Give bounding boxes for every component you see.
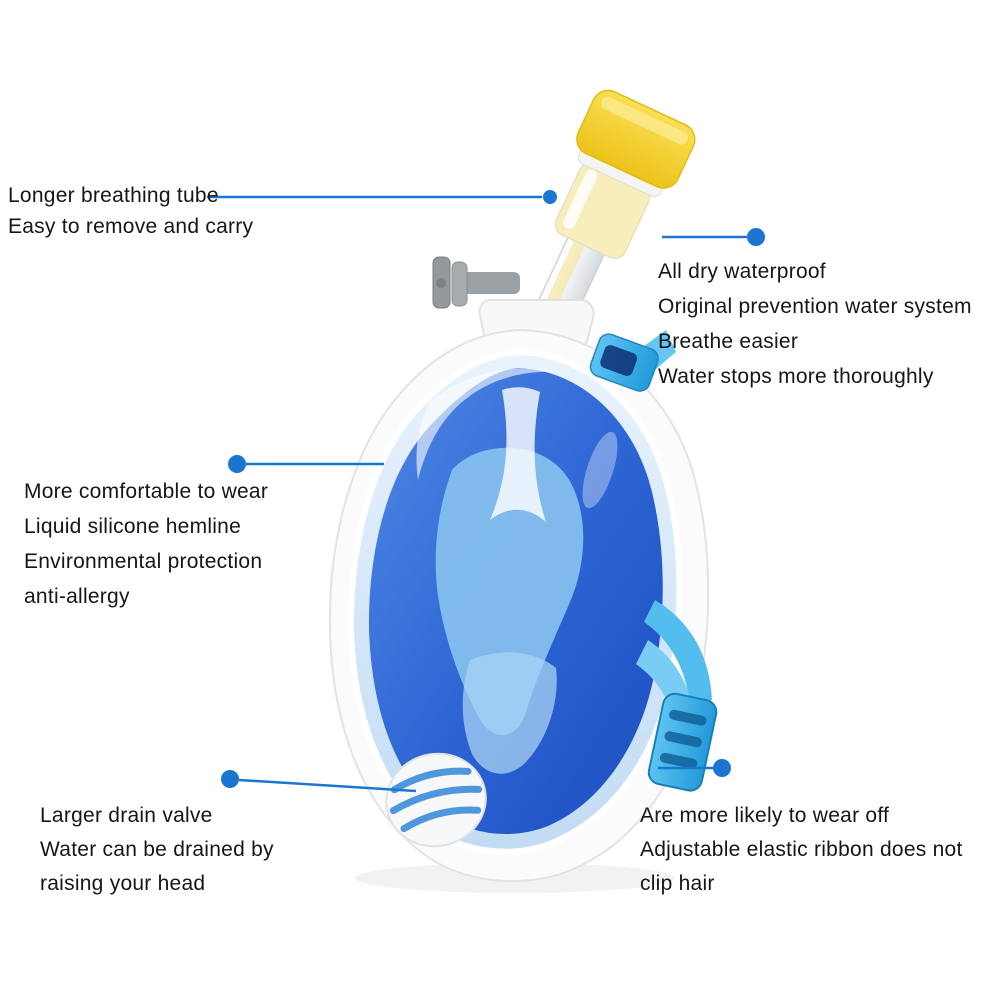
callout-line-text: Easy to remove and carry <box>8 215 254 238</box>
window-highlight <box>582 431 618 509</box>
callout-line-text: Are more likely to wear off <box>640 804 890 827</box>
callout-line-bottom-left <box>238 778 417 793</box>
callout-line-text: Larger drain valve <box>40 804 213 827</box>
callout-dot-bottom-left <box>221 770 239 788</box>
callout-line-text: Water can be drained by <box>40 838 274 861</box>
callout-line-text: Longer breathing tube <box>8 184 219 207</box>
callout-line-text: Environmental protection <box>24 550 263 573</box>
callout-dot-bottom-right <box>713 759 731 777</box>
callout-text-elastic-ribbon: Are more likely to wear off Adjustable e… <box>640 799 963 901</box>
snorkel-cap <box>576 89 696 189</box>
callout-line-text: Water stops more thoroughly <box>658 365 934 388</box>
camera-mount-icon <box>432 256 520 309</box>
strap-adjuster-clip <box>647 692 718 792</box>
drain-valve <box>385 752 487 848</box>
snorkel-tube <box>520 89 696 360</box>
callout-line-text: Liquid silicone hemline <box>24 515 242 538</box>
callout-line-text: Breathe easier <box>658 330 799 353</box>
callout-line-text: More comfortable to wear <box>24 480 269 503</box>
strap-buckle <box>589 330 676 392</box>
callout-line-text: raising your head <box>40 872 206 895</box>
callout-text-breathing-tube: Longer breathing tube Easy to remove and… <box>8 180 253 242</box>
callout-dot-top-left <box>543 190 557 204</box>
callout-text-drain-valve: Larger drain valve Water can be drained … <box>40 799 274 901</box>
callout-line-text: All dry waterproof <box>658 260 826 283</box>
elastic-strap <box>636 600 718 792</box>
window-reflection <box>416 368 556 480</box>
callout-dot-top-right <box>747 228 765 246</box>
callout-line-text: anti-allergy <box>24 585 130 608</box>
callout-line-text: Original prevention water system <box>658 295 972 318</box>
callout-text-dry-waterproof: All dry waterproof Original prevention w… <box>658 254 972 394</box>
callout-line-text: Adjustable elastic ribbon does not <box>640 838 963 861</box>
callout-dot-mid-left <box>228 455 246 473</box>
chin-cup <box>462 652 557 774</box>
callout-text-comfort: More comfortable to wear Liquid silicone… <box>24 474 268 614</box>
nose-divider <box>490 387 546 522</box>
callout-line-text: clip hair <box>640 872 715 895</box>
